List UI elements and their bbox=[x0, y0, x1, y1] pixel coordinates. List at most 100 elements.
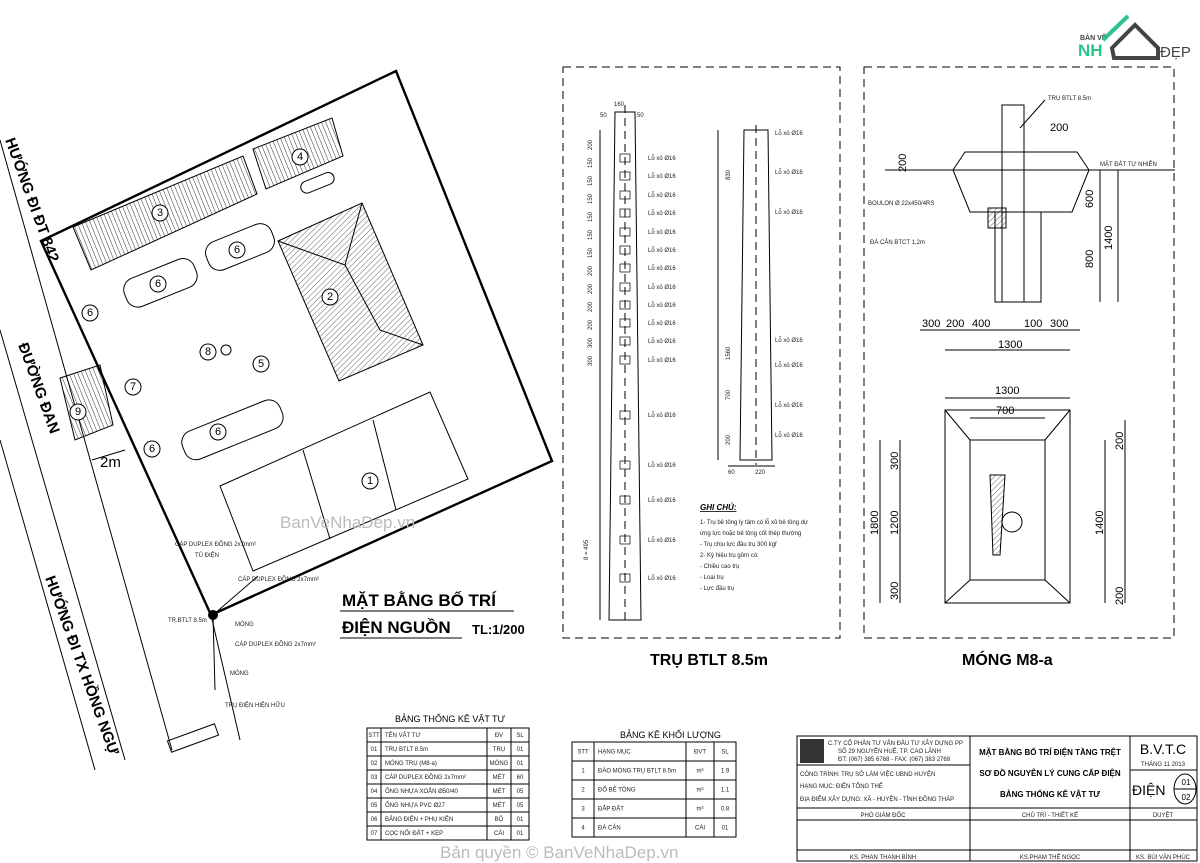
drawing-title: BẢNG THỐNG KÊ VẬT TƯ bbox=[1000, 789, 1100, 799]
pole-label: TRỤ BTLT 8.5m bbox=[1048, 96, 1091, 102]
table-cell: 1.9 bbox=[721, 769, 730, 775]
plan-dim-right: 200 bbox=[1114, 432, 1126, 450]
plan-label-circle bbox=[252, 355, 270, 373]
pole-top-dim: 50 bbox=[637, 113, 644, 119]
pole-side-dim: 150 bbox=[588, 193, 594, 204]
plan-edge bbox=[944, 579, 971, 604]
table-cell: 05 bbox=[371, 803, 378, 809]
table-cell: MÓNG TRỤ (M8-a) bbox=[385, 760, 437, 767]
pole-hole-mark bbox=[619, 282, 631, 292]
pole-hole-mark bbox=[619, 300, 631, 310]
table-cell: ỐNG NHỰA XOẮN Ø50/40 bbox=[385, 787, 458, 795]
table-cell: BẢNG ĐIỆN + PHỤ KIỆN bbox=[385, 815, 453, 823]
foundation-plan-inner bbox=[969, 439, 1046, 581]
table-cell: BỘ bbox=[495, 816, 504, 823]
pole-hole-mark bbox=[619, 460, 631, 470]
plan-label-number: 6 bbox=[215, 426, 221, 438]
parking-area bbox=[205, 223, 275, 271]
table-cell: 2 bbox=[581, 788, 585, 794]
project-line: ĐỊA ĐIỂM XÂY DỰNG: XÃ - HUYỆN - TỈNH ĐỒN… bbox=[800, 795, 954, 803]
table-cell: m³ bbox=[697, 769, 704, 775]
table-header bbox=[571, 741, 737, 762]
plan-callout: MÓNG bbox=[235, 621, 254, 628]
pole-side-dim: 200 bbox=[588, 265, 594, 276]
volume-table-title: BẢNG KÊ KHỐI LƯỢNG bbox=[620, 729, 721, 740]
plan-label-number: 4 bbox=[297, 151, 303, 163]
role-label: DUYỆT bbox=[1153, 811, 1174, 819]
foundation-bottom-dim: 400 bbox=[972, 318, 990, 330]
company-logo bbox=[800, 739, 824, 763]
foundation-plan-outer bbox=[944, 409, 1071, 604]
pole-stub bbox=[1001, 104, 1025, 303]
pole-section-hole-label: Lỗ xỏ Ø16 bbox=[775, 209, 803, 216]
table-header-cell: HẠNG MỤC bbox=[598, 750, 631, 756]
pole-side-dim: 300 bbox=[588, 355, 594, 366]
pole-hole-label: Lỗ xỏ Ø16 bbox=[648, 497, 676, 504]
foundation-block bbox=[952, 151, 1090, 213]
parking-area bbox=[300, 172, 335, 194]
pole-top-dim: 160 bbox=[614, 102, 625, 108]
plan-label-number: 1 bbox=[367, 475, 373, 487]
plan-dim-left: 300 bbox=[889, 582, 901, 600]
pole-hole-mark bbox=[619, 495, 631, 505]
table-cell: 01 bbox=[371, 747, 378, 753]
table-cell: 03 bbox=[371, 775, 378, 781]
plan-label-circle bbox=[69, 403, 87, 421]
title-block: C.TY CỔ PHẦN TƯ VẤN ĐẦU TƯ XÂY DỰNG PP S… bbox=[796, 735, 1198, 862]
table-cell: 01 bbox=[517, 747, 524, 753]
plan-label-circle bbox=[124, 378, 142, 396]
logo-top-text: BẢN VẼ bbox=[1080, 33, 1107, 42]
plan-callout: CÁP DUPLEX ĐỒNG 2x7mm² bbox=[238, 576, 319, 583]
pole-side-dim: 200 bbox=[588, 139, 594, 150]
table-cell: ĐÀO MÓNG TRỤ BTLT 8.5m bbox=[598, 768, 676, 775]
table-cell: 07 bbox=[371, 831, 378, 837]
anchor-stone-plan bbox=[989, 474, 1006, 556]
service-line bbox=[210, 614, 241, 741]
road-label-side: ĐƯỜNG ĐAN bbox=[14, 340, 63, 436]
table-cell: ĐẮP ĐẤT bbox=[598, 805, 624, 813]
plan-label-number: 6 bbox=[87, 307, 93, 319]
parking-area bbox=[181, 399, 284, 461]
sheet-number: 01 bbox=[1182, 778, 1191, 787]
table-row bbox=[366, 825, 530, 841]
company-name: C.TY CỔ PHẦN TƯ VẤN ĐẦU TƯ XÂY DỰNG PP bbox=[828, 740, 963, 747]
plan-label-circle bbox=[291, 148, 309, 166]
pole-hole-mark bbox=[619, 318, 631, 328]
pole-hole-label: Lỗ xỏ Ø16 bbox=[648, 320, 676, 327]
road-label-top: HƯỚNG ĐI ĐT 842 bbox=[1, 135, 63, 264]
pole-hole-label: Lỗ xỏ Ø16 bbox=[648, 462, 676, 469]
pole-hole-label: Lỗ xỏ Ø16 bbox=[648, 229, 676, 236]
table-cell: TRỤ BTLT 8.5m bbox=[385, 747, 428, 753]
plan-edge bbox=[1044, 579, 1071, 604]
plan-label-circle bbox=[199, 343, 217, 361]
pole-hole-mark bbox=[619, 190, 631, 200]
pole-section-hole-label: Lỗ xỏ Ø16 bbox=[775, 362, 803, 369]
pole-hole-mark bbox=[619, 263, 631, 273]
dim-top: 200 bbox=[1050, 122, 1068, 134]
table-cell: CÁP DUPLEX ĐỒNG 2x7mm² bbox=[385, 774, 466, 781]
flagpole-icon bbox=[220, 344, 232, 356]
dim-600: 600 bbox=[1084, 190, 1096, 208]
pole-right-dim: 200 bbox=[726, 434, 732, 445]
cable-route bbox=[212, 575, 259, 616]
foundation-bottom-dim: 300 bbox=[922, 318, 940, 330]
table-cell: 06 bbox=[371, 817, 378, 823]
plan-label-number: 7 bbox=[130, 381, 136, 393]
plan-callout: CÁP DUPLEX ĐỒNG 2x7mm² bbox=[175, 541, 256, 548]
pole-hole-label: Lỗ xỏ Ø16 bbox=[648, 537, 676, 544]
foundation-bottom-dim: 300 bbox=[1050, 318, 1068, 330]
pole-note: - Chiều cao trụ bbox=[700, 564, 739, 570]
table-cell: CỌC NỐI ĐẤT + KẸP bbox=[385, 830, 443, 837]
table-cell: 01 bbox=[517, 831, 524, 837]
pole-note: ứng lực hoặc bê tông cốt thép thường bbox=[700, 531, 801, 537]
watermark: BanVeNhaDep.vn bbox=[280, 513, 415, 532]
footer-watermark: Bản quyền © BanVeNhaDep.vn bbox=[440, 843, 678, 862]
plan-edge bbox=[944, 409, 971, 441]
plan-label-circle bbox=[209, 423, 227, 441]
pole-hole-label: Lỗ xỏ Ø16 bbox=[648, 210, 676, 217]
